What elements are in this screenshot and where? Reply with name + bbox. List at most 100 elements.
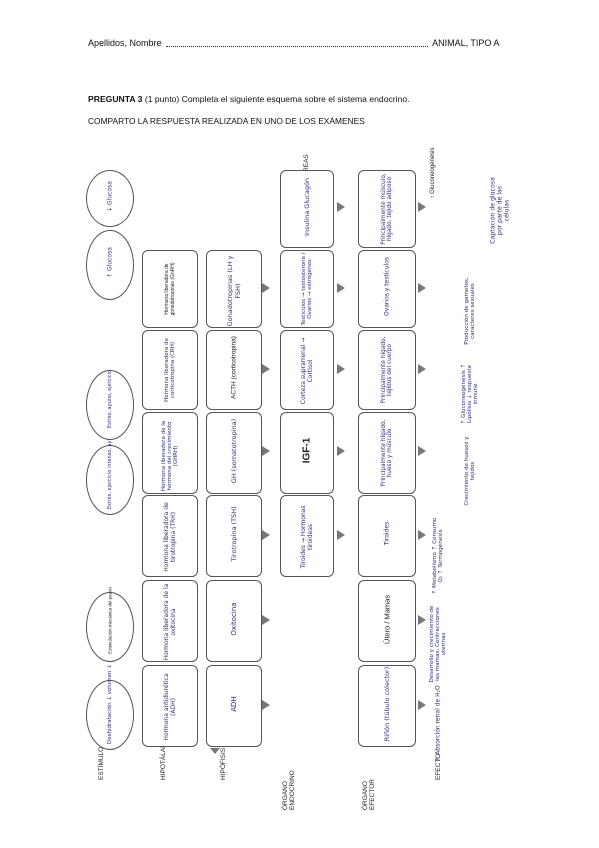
arrow-right: [418, 530, 426, 540]
hypo-4-text: Hormona liberadora de la hormona del cre…: [161, 420, 179, 492]
stimulus-ellipse-8: ↑ Glucosa: [86, 230, 134, 300]
endocrine-box-pancreas: Insulina Glucagón: [280, 170, 334, 248]
pituitary-box-6: Gonadotropinas (LH y FSH): [206, 250, 262, 328]
effect-3-text: ↑ Metabolismo ↑ Consumo O₂ ↑ Termogénesi…: [432, 517, 444, 595]
effector-8-text: Principalmente músculo, hígado, tejido a…: [381, 173, 393, 245]
stimulus-ellipse-9: ↓ Glucosa: [86, 170, 134, 227]
arrow-right: [337, 283, 345, 293]
hypo-1-text: Hormona antidiurética (ADH): [163, 673, 177, 741]
effect-6-text: Producción de gametos, caracteres sexual…: [464, 277, 476, 345]
hypothalamus-box-4: Hormona liberadora de la hormona del cre…: [142, 412, 198, 494]
name-label: Apellidos, Nombre: [88, 38, 162, 48]
stimulus-ellipse-1: Deshidratación ↓ volumen ↓ presión arter…: [86, 621, 134, 750]
arrow-right: [418, 615, 426, 625]
hypothalamus-box-2: Hormona liberadora de la oxitocina: [142, 580, 198, 662]
stimulus-ellipse-4: Estrés, ejercicio intenso, ayuno, hipogl…: [86, 394, 134, 515]
effector-6-text: Ovarios y testículos: [383, 257, 391, 317]
pituitary-1-text: ADH: [230, 696, 238, 712]
stimulus-1-text: Deshidratación ↓ volumen ↓ presión arter…: [107, 620, 113, 745]
arrow-right: [418, 283, 426, 293]
effect-4-text: Crecimiento de huesos y tejidos: [464, 436, 476, 506]
effector-box-2: Útero / Mamas: [358, 580, 416, 662]
pituitary-4-text: GH (somatotropina): [230, 418, 238, 484]
arrow-right: [262, 446, 270, 456]
effector-3-text: Tiroides: [383, 521, 391, 546]
endocrine-box-6: Testículos → testosterona / Ovarios → es…: [280, 250, 334, 328]
name-blank: [166, 46, 429, 47]
pituitary-box-1: ADH: [206, 665, 262, 747]
effect-9-text: ↑ Gluconeogénesis: [430, 147, 436, 199]
effect-2-text: Desarrollo y crecimiento de las mamas. C…: [429, 605, 447, 683]
effector-1-text: Riñón (túbulo colector): [383, 666, 391, 742]
hypothalamus-box-5: Hormona liberadora de corticotropina (CR…: [142, 330, 198, 410]
arrow-right: [337, 202, 345, 212]
question-text: Completa el siguiente esquema sobre el s…: [181, 94, 410, 104]
effector-box-4: Principalmente hígado, hueso y músculo: [358, 412, 416, 494]
arrow-right: [262, 530, 270, 540]
effect-5-text: ↑ Gluconeogénesis ↑ Lipólisis ↓ respuest…: [461, 363, 479, 425]
effector-2-text: Útero / Mamas: [382, 594, 392, 645]
effector-4-text: Principalmente hígado, hueso y músculo: [381, 419, 393, 487]
insulin-text: Insulina: [303, 210, 311, 237]
arrow-right: [337, 446, 345, 456]
effector-box-pancreas: Principalmente músculo, hígado, tejido a…: [358, 170, 416, 248]
effector-box-6: Ovarios y testículos: [358, 250, 416, 328]
hypo-3-text: Hormona liberadora de tirotropina (TRH): [163, 502, 177, 572]
question-line: PREGUNTA 3 (1 punto) Completa el siguien…: [88, 94, 410, 104]
pituitary-box-4: GH (somatotropina): [206, 412, 262, 494]
pituitary-3-text: Tirotropina (TSH): [230, 506, 238, 562]
effector-5-text: Principalmente hígado, tejidos del cuerp…: [381, 336, 393, 404]
endocrine-4-text: IGF-1: [301, 437, 313, 464]
stimulus-9-text: ↓ Glucosa: [106, 181, 114, 212]
stimulus-2-text: Estimulación mecánica del pezón: [107, 587, 113, 654]
question-points: (1 punto): [144, 94, 180, 104]
effect-1-text: ↑ Absorción renal de H₂O: [434, 685, 442, 762]
stimulus-ellipse-2: Estimulación mecánica del pezón: [86, 587, 134, 662]
arrow-down: [210, 748, 220, 754]
arrow-right: [262, 283, 270, 293]
arrow-right: [418, 202, 426, 212]
arrow-right: [418, 364, 426, 374]
row-label-organo-efector: ÓRGANO EFECTOR: [362, 779, 376, 810]
endocrine-box-5: Corteza suprarrenal → Cortisol: [280, 330, 334, 410]
hypothalamus-box-6: Hormona liberadora de gonadotropinas (Gn…: [142, 250, 198, 328]
stimulus-8-text: ↑ Glucosa: [106, 247, 114, 278]
glucagon-text: Glucagón: [303, 177, 311, 209]
arrow-right: [262, 700, 270, 710]
pituitary-box-5: ACTH (corticotropina): [206, 330, 262, 410]
pituitary-2-text: Oxitocina: [230, 602, 238, 636]
effect-8-text: Captación de glucosa por parte de las cé…: [489, 177, 511, 244]
exam-type: ANIMAL, TIPO A: [432, 38, 500, 48]
endocrine-box-3: Tiroides → Hormonas tiroideas: [280, 495, 334, 577]
hypo-5-text: Hormona liberadora de corticotropina (CR…: [164, 338, 176, 402]
arrow-right: [262, 615, 270, 625]
row-label-hipofisis: HIPÓFISIS: [220, 747, 227, 780]
stimulus-4-text: Estrés, ejercicio intenso, ayuno, hipogl…: [107, 394, 113, 509]
row-label-estimulo: ESTÍMULO: [98, 746, 105, 780]
pituitary-6-text: Gonadotropinas (LH y FSH): [226, 255, 242, 327]
arrow-right: [262, 364, 270, 374]
question-number: PREGUNTA 3: [88, 94, 143, 104]
pancreas-hormones: Insulina Glucagón: [303, 166, 311, 248]
hypothalamus-box-3: Hormona liberadora de tirotropina (TRH): [142, 495, 198, 577]
effector-box-3: Tiroides: [358, 495, 416, 577]
stimulus-5-text: Estrés, ayuno, ejercicio: [107, 370, 113, 428]
arrow-right: [418, 700, 426, 710]
arrow-right: [418, 446, 426, 456]
effector-box-5: Principalmente hígado, tejidos del cuerp…: [358, 330, 416, 410]
endocrine-box-4: IGF-1: [280, 412, 334, 494]
row-label-organo-endocrino: ÓRGANO ENDOCRINO: [282, 770, 296, 810]
subtitle: COMPARTO LA RESPUESTA REALIZADA EN UNO D…: [88, 116, 365, 126]
endocrine-diagram: ESTÍMULO HIPOTÁLAMO HIPÓFISIS ÓRGANO END…: [80, 140, 585, 820]
arrow-right: [337, 364, 345, 374]
pituitary-5-text: ACTH (corticotropina): [230, 336, 238, 399]
endocrine-5-text: Corteza suprarrenal → Cortisol: [300, 337, 314, 405]
hypothalamus-box-1: Hormona antidiurética (ADH): [142, 665, 198, 747]
arrow-right: [337, 530, 345, 540]
endocrine-3-text: Tiroides → Hormonas tiroideas: [300, 505, 314, 569]
hypo-6-text: Hormona liberadora de gonadotropinas (Gn…: [164, 262, 176, 316]
endocrine-6-text: Testículos → testosterona / Ovarios → es…: [301, 252, 313, 326]
stimulus-ellipse-5: Estrés, ayuno, ejercicio: [86, 370, 134, 440]
hypo-2-text: Hormona liberadora de la oxitocina: [163, 583, 177, 661]
pituitary-box-2: Oxitocina: [206, 580, 262, 662]
